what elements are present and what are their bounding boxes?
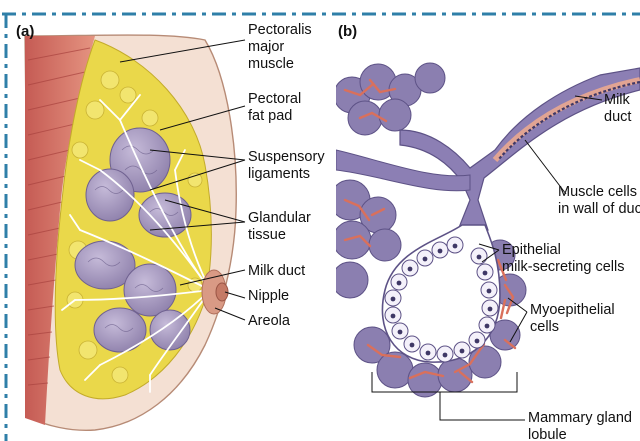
panel-a-tag: (a) xyxy=(16,23,34,40)
label-pectoralis: Pectoralis major muscle xyxy=(248,22,312,73)
label-lobule: Mammary gland lobule xyxy=(528,410,632,441)
label-suspensory: Suspensory ligaments xyxy=(248,149,325,183)
label-milk-duct-b: Milk duct xyxy=(604,92,631,126)
label-areola: Areola xyxy=(248,313,290,330)
label-fat-pad: Pectoral fat pad xyxy=(248,91,301,125)
label-glandular: Glandular tissue xyxy=(248,210,311,244)
panel-b-tag: (b) xyxy=(338,23,357,40)
label-muscle-cells: Muscle cells in wall of duct xyxy=(558,184,640,218)
label-milk-duct-a: Milk duct xyxy=(248,263,305,280)
label-nipple: Nipple xyxy=(248,288,289,305)
label-myoepithelial: Myoepithelial cells xyxy=(530,302,615,336)
breast-cross-section xyxy=(25,35,236,430)
label-epithelial: Epithelial milk-secreting cells xyxy=(502,242,624,276)
